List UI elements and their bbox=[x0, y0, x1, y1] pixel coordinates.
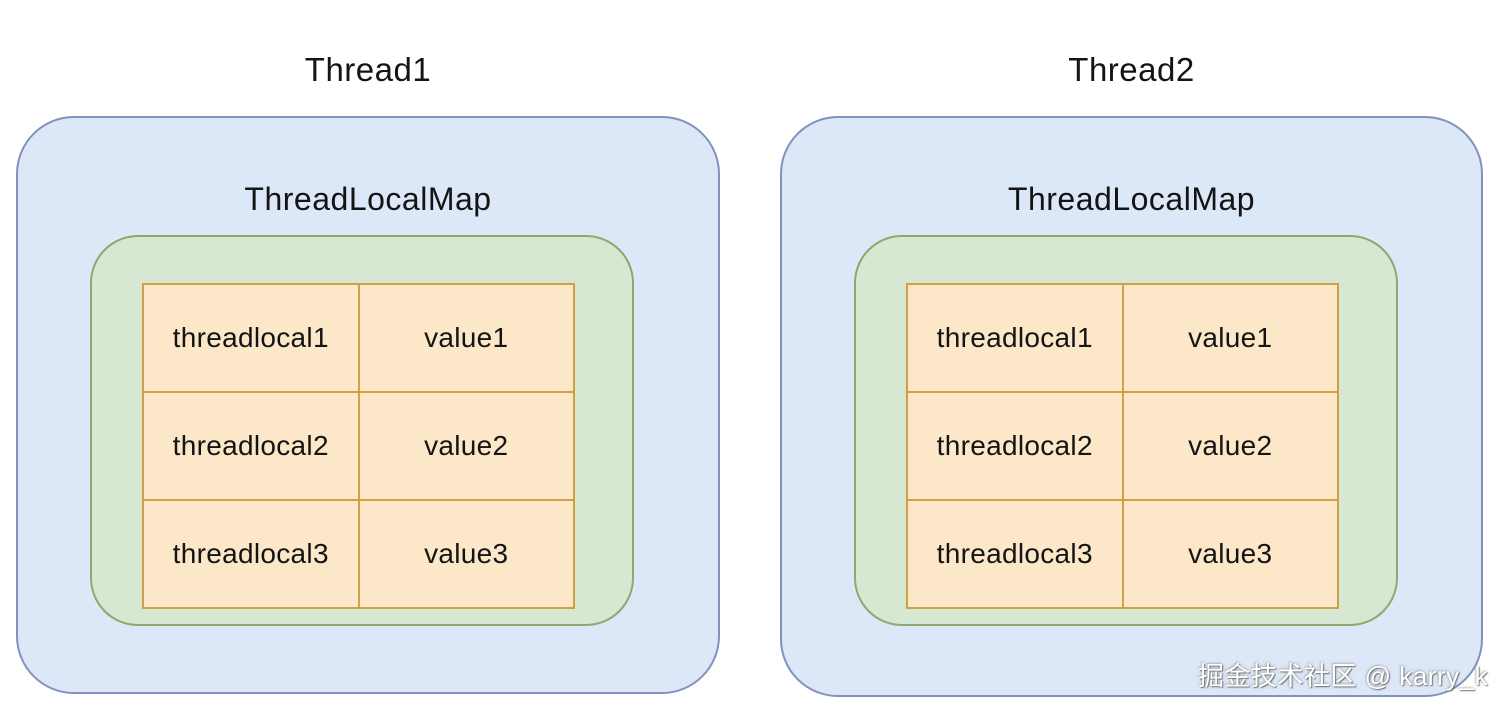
entry-key-cell: threadlocal3 bbox=[906, 499, 1124, 609]
entry-value-cell: value3 bbox=[357, 499, 575, 609]
table-row: threadlocal1 value1 bbox=[142, 283, 575, 393]
table-row: threadlocal3 value3 bbox=[142, 499, 575, 609]
table-row: threadlocal2 value2 bbox=[142, 391, 575, 501]
table-row: threadlocal3 value3 bbox=[906, 499, 1339, 609]
thread1-box: ThreadLocalMap threadlocal1 value1 threa… bbox=[16, 116, 720, 694]
thread1-title: Thread1 bbox=[304, 51, 432, 88]
thread2-box: ThreadLocalMap threadlocal1 value1 threa… bbox=[780, 116, 1483, 697]
watermark: 掘金技术社区 @ karry_k bbox=[1198, 661, 1489, 691]
thread1-map-box: threadlocal1 value1 threadlocal2 value2 … bbox=[90, 235, 634, 626]
entry-value-cell: value1 bbox=[357, 283, 575, 393]
entry-value-cell: value2 bbox=[357, 391, 575, 501]
entry-key-cell: threadlocal1 bbox=[142, 283, 360, 393]
thread1-entry-table: threadlocal1 value1 threadlocal2 value2 … bbox=[142, 283, 575, 609]
entry-key-cell: threadlocal3 bbox=[142, 499, 360, 609]
entry-key-cell: threadlocal1 bbox=[906, 283, 1124, 393]
thread2-title: Thread2 bbox=[1068, 51, 1195, 88]
table-row: threadlocal1 value1 bbox=[906, 283, 1339, 393]
entry-value-cell: value1 bbox=[1121, 283, 1339, 393]
entry-key-cell: threadlocal2 bbox=[906, 391, 1124, 501]
thread2-entry-table: threadlocal1 value1 threadlocal2 value2 … bbox=[906, 283, 1339, 609]
thread1-map-label: ThreadLocalMap bbox=[244, 181, 492, 217]
entry-key-cell: threadlocal2 bbox=[142, 391, 360, 501]
entry-value-cell: value2 bbox=[1121, 391, 1339, 501]
thread2-map-label: ThreadLocalMap bbox=[1007, 181, 1256, 217]
table-row: threadlocal2 value2 bbox=[906, 391, 1339, 501]
thread2-map-box: threadlocal1 value1 threadlocal2 value2 … bbox=[854, 235, 1398, 626]
entry-value-cell: value3 bbox=[1121, 499, 1339, 609]
